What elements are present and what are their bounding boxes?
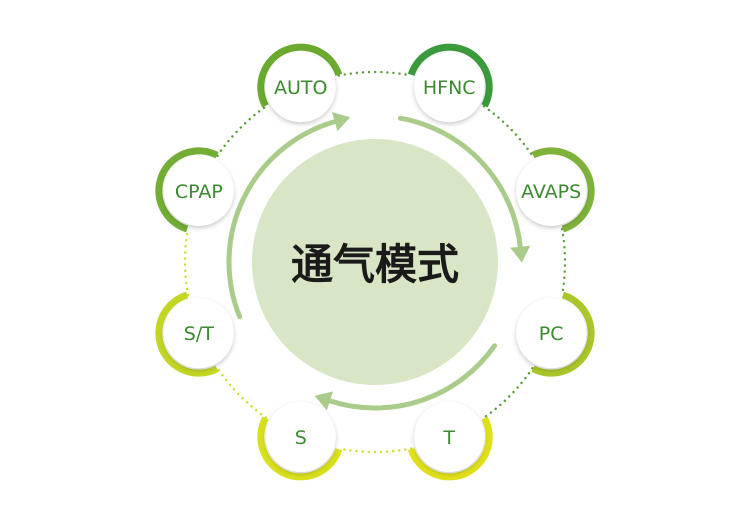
node-circle	[414, 401, 485, 472]
node-label: T	[442, 427, 455, 449]
node-ring	[531, 147, 595, 233]
orbit-segment	[216, 105, 268, 157]
orbit-segment	[216, 367, 268, 419]
mode-node-s-t: S/T	[155, 291, 234, 377]
cycle-arrow-arc	[226, 119, 338, 320]
center-title: 通气模式	[291, 240, 459, 289]
cycle-arrow-arc	[327, 343, 498, 411]
cycle-arrows	[226, 112, 531, 411]
orbit-segment	[560, 227, 567, 297]
mode-node-t: T	[407, 401, 493, 481]
node-ring	[407, 416, 493, 481]
mode-node-hfnc: HFNC	[407, 43, 493, 123]
node-label: S	[295, 427, 307, 449]
mode-node-s: S	[257, 401, 343, 481]
node-circle	[265, 401, 336, 472]
mode-node-auto: AUTO	[257, 43, 343, 123]
node-label: CPAP	[175, 181, 223, 203]
node-circle	[163, 298, 234, 369]
node-ring	[531, 291, 595, 377]
node-label: HFNC	[423, 77, 476, 99]
node-label: AVAPS	[521, 181, 581, 203]
node-ring	[407, 43, 493, 108]
node-circle	[265, 52, 336, 123]
node-ring	[155, 147, 219, 233]
orbit-segment	[337, 447, 413, 454]
orbit-segment	[183, 227, 190, 297]
cycle-arrow-arc	[397, 115, 523, 250]
node-circle	[163, 155, 234, 226]
node-label: AUTO	[274, 77, 327, 99]
node-label: PC	[539, 323, 564, 345]
orbit-segment	[482, 105, 534, 157]
arrowhead-icon	[332, 112, 351, 132]
arrowhead-icon	[510, 245, 531, 263]
node-ring	[155, 291, 219, 377]
node-ring	[257, 416, 343, 481]
node-circle	[516, 298, 587, 369]
arrowhead-icon	[314, 391, 333, 411]
node-circle	[516, 155, 587, 226]
center-disk	[252, 139, 498, 385]
node-ring	[257, 43, 343, 108]
mode-node-avaps: AVAPS	[516, 147, 595, 233]
orbit-segment	[482, 367, 534, 419]
dotted-orbit	[183, 70, 567, 454]
orbit-segment	[337, 70, 413, 77]
mode-node-pc: PC	[516, 291, 595, 377]
node-circle	[414, 52, 485, 123]
node-label: S/T	[184, 323, 214, 345]
mode-node-cpap: CPAP	[155, 147, 234, 233]
